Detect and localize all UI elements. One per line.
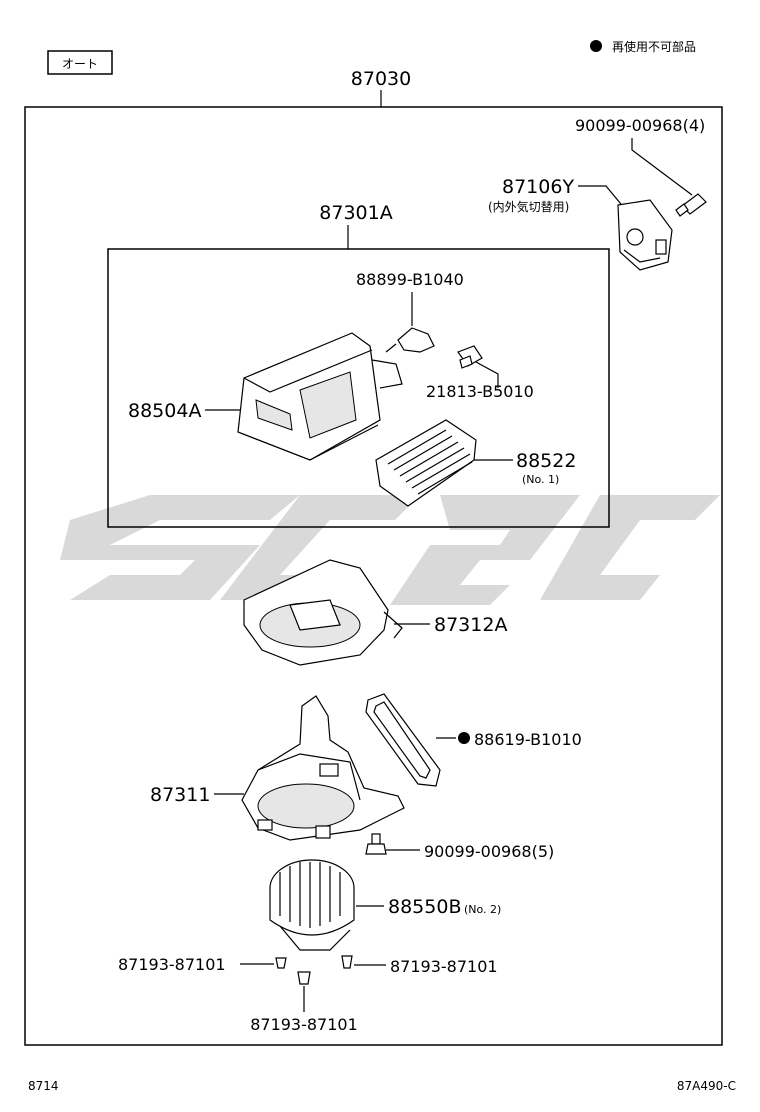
label-90099-00968-5: 90099-00968(5) [424, 842, 554, 861]
gasket-icon [365, 693, 441, 787]
label-21813-b5010: 21813-B5010 [426, 382, 534, 401]
label-88504a: 88504A [128, 400, 201, 422]
label-87193-87101-right: 87193-87101 [390, 957, 498, 976]
mode-badge: オート [62, 57, 98, 71]
label-87106y-note: (内外気切替用) [488, 199, 569, 214]
subassembly-frame [107, 248, 610, 528]
label-87311: 87311 [150, 784, 210, 806]
screw-icon [365, 833, 387, 855]
label-87193-87101-bottom: 87193-87101 [250, 1015, 358, 1034]
label-88522: 88522 [516, 450, 576, 472]
label-88550b: 88550B [388, 896, 461, 918]
servo-link-icon [385, 327, 435, 353]
label-87106y: 87106Y [502, 176, 574, 198]
cabin-filter-icon [375, 419, 477, 507]
clip-icon [457, 345, 483, 369]
label-88522-note: (No. 1) [522, 473, 559, 486]
screw-icon [297, 971, 311, 985]
label-88899-b1040: 88899-B1040 [356, 270, 464, 289]
mode-badge-frame [47, 50, 113, 75]
footer-right-code: 87A490-C [677, 1079, 736, 1093]
screw-icon [675, 193, 707, 217]
blower-motor-icon [269, 859, 355, 951]
legend-text: 再使用不可部品 [612, 39, 696, 54]
assembly-frame [24, 106, 723, 1046]
air-inlet-case-icon [237, 332, 403, 461]
blower-upper-housing-icon [243, 559, 403, 666]
non-reusable-bullet-icon [590, 40, 602, 52]
subassembly-number: 87301A [319, 202, 392, 224]
label-87193-87101-left: 87193-87101 [118, 955, 226, 974]
watermark [60, 495, 720, 605]
screw-icon [341, 955, 353, 969]
actuator-icon [617, 199, 673, 271]
non-reusable-bullet-icon [458, 732, 470, 744]
label-90099-00968-4: 90099-00968(4) [575, 116, 705, 135]
assembly-number: 87030 [351, 68, 411, 90]
label-87312a: 87312A [434, 614, 507, 636]
label-88550b-note: (No. 2) [464, 903, 501, 916]
blower-lower-housing-icon [241, 695, 405, 841]
label-88619-b1010: 88619-B1010 [474, 730, 582, 749]
screw-icon [275, 957, 287, 969]
footer-left-code: 8714 [28, 1079, 59, 1093]
